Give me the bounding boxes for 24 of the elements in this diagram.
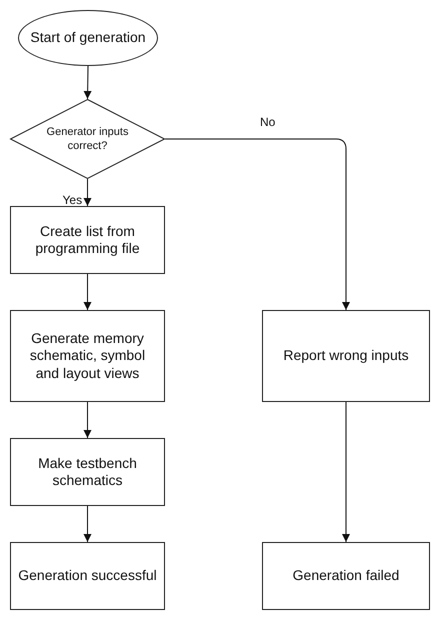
arrow bbox=[84, 178, 92, 206]
node-text: Generator inputs correct? bbox=[46, 124, 130, 154]
arrow bbox=[342, 402, 350, 542]
arrow bbox=[164, 138, 350, 310]
node-text: Report wrong inputs bbox=[282, 347, 410, 365]
edge-label: No bbox=[260, 115, 276, 129]
node-text: Start of generation bbox=[29, 29, 147, 47]
process-box bbox=[262, 310, 430, 402]
process-box bbox=[10, 206, 165, 274]
decision-diamond bbox=[10, 99, 165, 179]
process-box bbox=[10, 542, 165, 610]
node-text: Generation failed bbox=[292, 567, 400, 585]
node-text: Create list from programming file bbox=[34, 222, 141, 258]
node-text: Make testbench schematics bbox=[37, 454, 138, 490]
arrow bbox=[84, 402, 92, 438]
process-box bbox=[10, 438, 165, 506]
arrow bbox=[84, 66, 92, 100]
edge-label: Yes bbox=[62, 193, 82, 207]
process-box bbox=[10, 310, 165, 402]
arrow bbox=[84, 274, 92, 310]
node-text: Generate memory schematic, symbol and layout views bbox=[28, 330, 146, 382]
node-text: Generation successful bbox=[17, 567, 158, 585]
process-box bbox=[262, 542, 430, 610]
arrow bbox=[84, 506, 92, 542]
